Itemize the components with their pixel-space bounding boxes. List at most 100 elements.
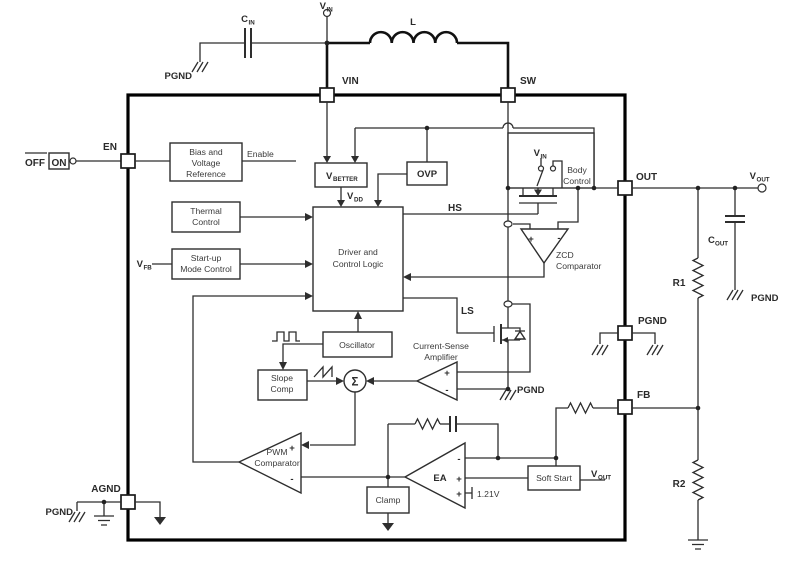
slope-label-2: Comp	[271, 384, 294, 394]
enable-switch: OFF ON	[25, 152, 121, 170]
cout-capacitor	[725, 215, 745, 223]
drain-tap-bubble	[503, 300, 513, 308]
en-terminal-circle	[69, 157, 77, 165]
ls-nmos	[493, 300, 527, 344]
current-sense-amplifier: + - Current-Sense Amplifier	[413, 341, 469, 402]
bias-block: Bias and Voltage Reference	[169, 142, 243, 182]
body-vin-label: V	[534, 148, 541, 159]
switch-blade	[536, 169, 544, 187]
vin-terminal-label: V	[320, 1, 327, 12]
pwm-plus: +	[289, 443, 295, 454]
thermal-block: Thermal Control	[171, 201, 241, 233]
zcd-minus: -	[557, 233, 560, 244]
earth-ground-icon	[687, 539, 709, 550]
agnd-network: PGND	[46, 501, 121, 526]
thermal-label-2: Control	[192, 217, 220, 227]
bias-label-3: Reference	[186, 169, 226, 179]
pin-vin	[319, 87, 335, 103]
body-control-label-2: Control	[563, 176, 591, 186]
ea-plus-1: +	[456, 474, 462, 485]
vbetter-sub: BETTER	[333, 176, 358, 183]
ground-arrow-icon	[154, 517, 166, 525]
switch-throw-circle	[549, 165, 557, 172]
switch-pole-circle	[537, 165, 545, 172]
zcd-label-2: Comparator	[556, 261, 602, 271]
summing-node: Σ	[343, 369, 367, 393]
vin-terminal-sub: IN	[327, 7, 334, 14]
ovp-block: OVP	[406, 161, 448, 186]
cin-sub: IN	[249, 20, 256, 27]
pwm-label-1: PWM	[266, 447, 287, 457]
vref-label: 1.21V	[477, 489, 500, 499]
pin-out-label: OUT	[636, 172, 657, 183]
r1-label: R1	[673, 278, 686, 289]
bias-label-1: Bias and	[189, 147, 223, 157]
slope-comp-block: Slope Comp	[257, 365, 333, 401]
oscillator-block: Oscillator	[272, 331, 393, 358]
bias-label-2: Voltage	[192, 158, 221, 168]
pgnd-cout-label: PGND	[751, 293, 779, 304]
r1-resistor	[691, 257, 705, 299]
r2-label: R2	[673, 479, 686, 490]
off-label: OFF	[25, 158, 45, 169]
vdd-sub: DD	[354, 197, 363, 204]
pin-fb-label: FB	[637, 390, 650, 401]
cout-label: C	[708, 235, 715, 246]
ground-hatch-icon	[591, 344, 609, 356]
vfb-sub: FB	[144, 265, 153, 272]
pgnd-top-left-label: PGND	[165, 71, 193, 82]
vfb-label: V	[137, 259, 144, 270]
input-network: PGND C IN V IN L	[165, 1, 510, 88]
csa-minus: -	[445, 385, 448, 396]
body-vin-sub: IN	[541, 154, 548, 161]
ground-hatch-icon	[499, 389, 517, 401]
on-box	[48, 152, 70, 170]
cout-sub: OUT	[715, 241, 728, 248]
error-amplifier: - + + EA	[403, 441, 466, 510]
vin-terminal-circle	[322, 8, 332, 18]
zcd-label-1: ZCD	[556, 250, 574, 260]
pwm-comparator: + - PWM Comparator	[237, 431, 302, 495]
thermal-label-1: Thermal	[190, 206, 222, 216]
soft-start-label: Soft Start	[536, 473, 572, 483]
ea-minus: -	[457, 454, 460, 465]
comp-resistor	[414, 417, 441, 431]
pwm-minus: -	[290, 474, 293, 485]
driver-label-2: Control Logic	[333, 259, 384, 269]
clock-pulse-icon	[272, 331, 300, 342]
ground-hatch-icon	[726, 289, 744, 301]
vbetter-label: V	[326, 171, 333, 182]
vbetter-block: V BETTER	[314, 162, 368, 188]
vout-terminal-sub: OUT	[757, 177, 770, 184]
pgnd-internal-label: PGND	[517, 385, 545, 396]
pin-en-label: EN	[103, 142, 117, 153]
sw-tap-bubble	[503, 220, 513, 228]
on-label: ON	[52, 158, 67, 169]
driver-label-1: Driver and	[338, 247, 378, 257]
body-diode-icon	[513, 330, 527, 340]
slope-label-1: Slope	[271, 373, 293, 383]
sigma-label: Σ	[352, 377, 359, 389]
comp-capacitor	[449, 416, 457, 432]
pgnd-agnd-label: PGND	[46, 507, 74, 518]
ea-label: EA	[433, 473, 446, 484]
sawtooth-icon	[313, 365, 333, 379]
ic-boundary	[126, 93, 627, 542]
ls-label: LS	[461, 306, 474, 317]
startup-label-2: Mode Control	[180, 264, 232, 274]
startup-block: Start-up Mode Control	[171, 248, 241, 280]
arrowheads	[279, 156, 411, 449]
output-network: V OUT R1 C OUT PGND R2	[632, 171, 779, 550]
ground-arrow-icon	[382, 523, 394, 531]
ss-vout-sub: OUT	[598, 475, 611, 482]
earth-ground-icon	[93, 515, 115, 526]
r2-resistor	[691, 459, 705, 501]
hs-label: HS	[448, 203, 462, 214]
pin-en	[120, 153, 136, 169]
csa-label-2: Amplifier	[424, 352, 458, 362]
zcd-plus: +	[528, 234, 534, 245]
ea-plus-2: +	[456, 489, 462, 500]
pin-out	[617, 180, 633, 196]
clamp-label: Clamp	[376, 495, 401, 505]
